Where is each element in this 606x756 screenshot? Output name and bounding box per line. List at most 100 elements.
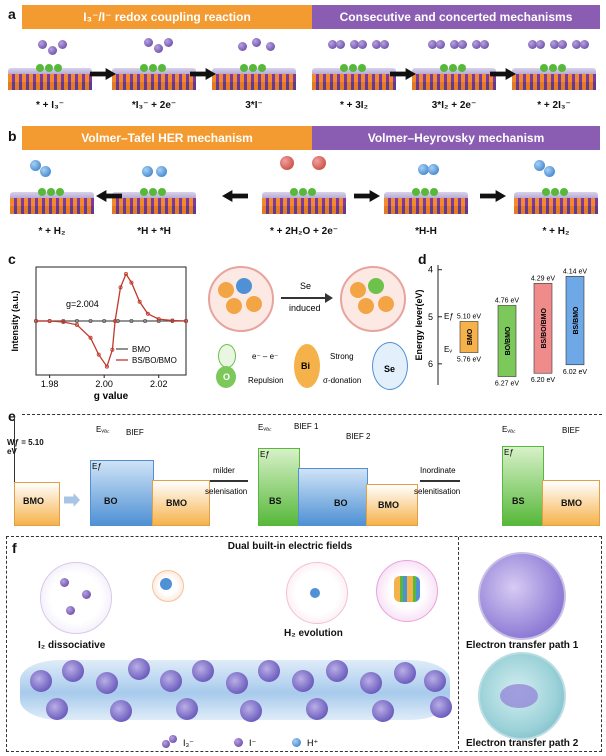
data-point — [145, 311, 150, 316]
molecule — [580, 40, 589, 49]
catalyst-particle — [326, 660, 348, 682]
legend-entry: BS/BO/BMO — [132, 356, 177, 365]
se-orbital — [372, 342, 408, 390]
band-name: BMO — [467, 328, 474, 345]
catalyst-particle — [62, 660, 84, 682]
h-legend-icon — [292, 738, 301, 747]
bief2-label: BIEF 2 — [346, 432, 371, 441]
reaction-arrow-right — [480, 190, 506, 202]
bmo-block-4 — [542, 480, 600, 526]
catalyst-particle — [160, 670, 182, 692]
panel-b-band-left: Volmer–Tafel HER mechanism — [22, 126, 312, 150]
x-tick-label: 2.00 — [95, 379, 113, 389]
path-2-label: Electron transfer path 2 — [466, 738, 579, 749]
bs-block — [258, 448, 300, 526]
band-bar — [565, 275, 585, 366]
process-arrow-1 — [64, 493, 80, 507]
data-point — [118, 285, 123, 290]
molecule — [480, 40, 489, 49]
catalyst-particle — [240, 700, 262, 722]
inordinate-arrow — [420, 480, 460, 482]
panel-d-letter: d — [418, 251, 427, 267]
molecule — [458, 40, 467, 49]
bmo-block — [14, 482, 60, 526]
data-point — [74, 319, 79, 324]
panel-b-caption: * + 2H₂O + 2e⁻ — [269, 226, 339, 237]
data-point — [61, 319, 66, 324]
bo-block-2 — [298, 468, 368, 526]
data-point — [137, 299, 142, 304]
panel-b-caption: * + H₂ — [38, 226, 66, 237]
panel-a-letter: a — [8, 6, 16, 22]
x-tick-label: 1.98 — [41, 379, 59, 389]
bief1-label: BIEF 1 — [294, 422, 319, 431]
molecule — [536, 40, 545, 49]
data-point — [129, 280, 134, 285]
panel-b-caption: *H-H — [415, 226, 437, 237]
selenitisation-label: selenitisation — [414, 487, 461, 496]
catalyst-particle — [360, 672, 382, 694]
molecule — [280, 156, 294, 170]
catalyst-particle — [96, 672, 118, 694]
panel-a-caption: * + 2I₃⁻ — [537, 100, 571, 111]
evac-label-2: Eᵥₐ꜀ — [258, 423, 272, 432]
bmo-block-3 — [366, 484, 418, 526]
molecule — [164, 38, 173, 47]
data-point — [102, 319, 107, 324]
molecule — [418, 164, 429, 175]
molecule — [40, 166, 51, 177]
panel-e-letter: e — [8, 408, 16, 424]
evac-label-3: Eᵥₐ꜀ — [502, 425, 516, 434]
band-bottom-value: 6.20 eV — [531, 377, 555, 384]
path-1-label: Electron transfer path 1 — [466, 640, 579, 651]
ev-label: Eᵥ — [444, 345, 452, 354]
molecule — [156, 166, 167, 177]
series-line — [36, 272, 187, 369]
catalyst-particle — [226, 672, 248, 694]
band-name: BS/BO/BMO — [541, 308, 548, 349]
band-bar — [497, 305, 517, 377]
molecule — [154, 44, 163, 53]
band-top-value: 5.10 eV — [457, 313, 481, 320]
catalyst-particle — [372, 700, 394, 722]
bs-label-2: BS — [512, 496, 525, 506]
data-point — [124, 271, 129, 276]
bo-label-2: BO — [334, 498, 348, 508]
molecule — [436, 40, 445, 49]
band-bar — [459, 321, 479, 353]
panel-b-letter: b — [8, 128, 17, 144]
ef-label: Eƒ — [444, 312, 454, 321]
repulsion-label: Repulsion — [248, 376, 284, 385]
i-legend-label: I⁻ — [249, 738, 257, 748]
panel-c-letter: c — [8, 251, 16, 267]
bo-label-1: BO — [104, 496, 118, 506]
y-tick-label: 5 — [428, 312, 433, 322]
ef-label-2: Eƒ — [260, 450, 270, 459]
strong-label: Strong — [330, 352, 354, 361]
y-axis-label: Intensity (a.u.) — [10, 290, 20, 351]
reaction-arrow-right — [354, 190, 380, 202]
molecule — [372, 40, 381, 49]
molecule — [328, 40, 337, 49]
band-top-value: 4.14 eV — [563, 268, 587, 275]
molecule — [472, 40, 481, 49]
data-point — [74, 322, 79, 327]
catalyst-particle — [258, 660, 280, 682]
data-point — [113, 319, 118, 324]
molecule — [350, 40, 359, 49]
o-label: O — [223, 372, 231, 382]
wf-label: Wƒ = 5.10 eV — [7, 438, 44, 456]
x-axis-label: g value — [94, 391, 129, 402]
molecule — [550, 40, 559, 49]
y-axis-label: Energy lever(eV) — [414, 289, 424, 360]
inordinate-label: Inordinate — [420, 466, 456, 475]
catalyst-particle — [424, 670, 446, 692]
molecule — [48, 46, 57, 55]
molecule — [534, 160, 545, 171]
panel-f-letter: f — [12, 540, 17, 556]
molecule — [358, 40, 367, 49]
i2-circle — [40, 562, 112, 634]
band-bottom-value: 6.02 eV — [563, 369, 587, 376]
molecule — [142, 166, 153, 177]
